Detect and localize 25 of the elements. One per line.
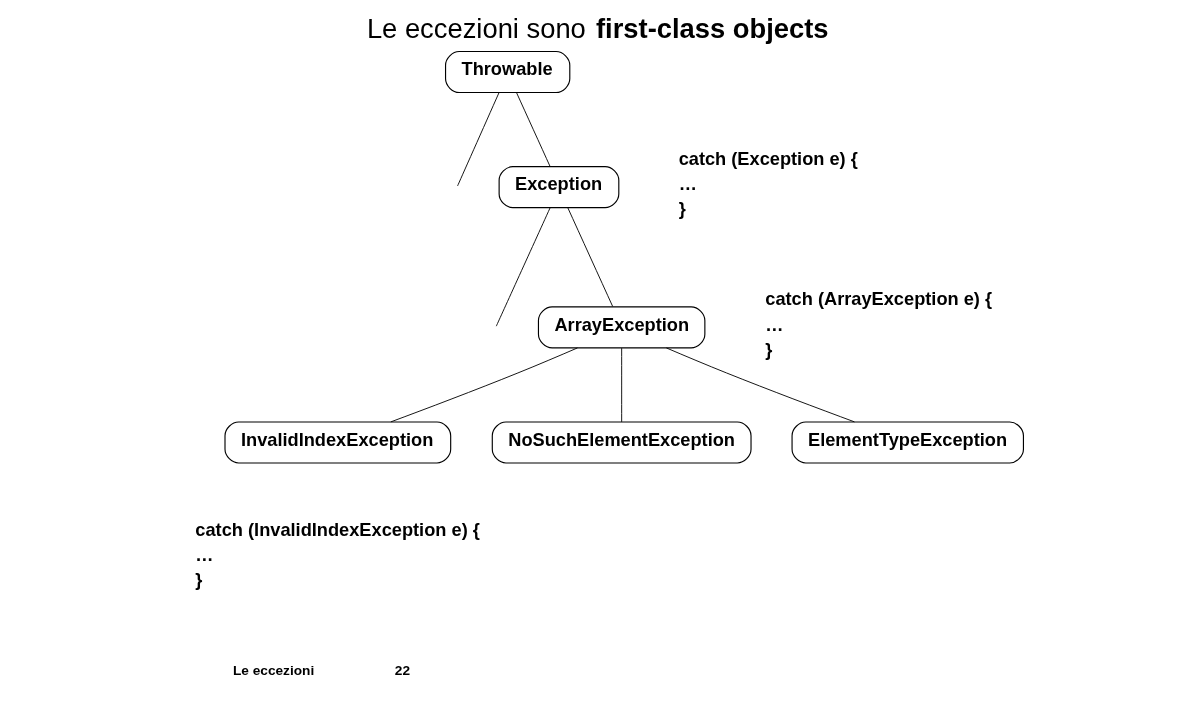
label: …: [765, 313, 784, 335]
node-box: ElementTypeException: [791, 421, 1024, 464]
connector: [390, 347, 578, 423]
label: catch (ArrayException e) {: [765, 288, 993, 310]
diagram-title: Le eccezioni sono first-class objects: [366, 13, 829, 45]
label: }: [678, 198, 686, 220]
connector: [665, 347, 855, 423]
label: catch (InvalidIndexException e) {: [195, 518, 480, 540]
label: }: [195, 568, 203, 590]
node-box: Exception: [498, 166, 620, 209]
label: …: [195, 543, 214, 565]
label: Le eccezioni: [232, 663, 315, 679]
label: 22: [394, 663, 411, 679]
connector: [621, 347, 623, 423]
connector: [495, 207, 551, 327]
node-box: Throwable: [445, 50, 571, 94]
label: …: [678, 173, 697, 195]
connector: [457, 92, 500, 187]
node-box: NoSuchElementException: [491, 421, 752, 464]
node-box: ArrayException: [537, 306, 706, 349]
label: }: [765, 338, 773, 360]
node-box: InvalidIndexException: [224, 421, 452, 464]
connector: [516, 92, 551, 168]
label: catch (Exception e) {: [678, 148, 858, 170]
connector: [567, 207, 614, 307]
